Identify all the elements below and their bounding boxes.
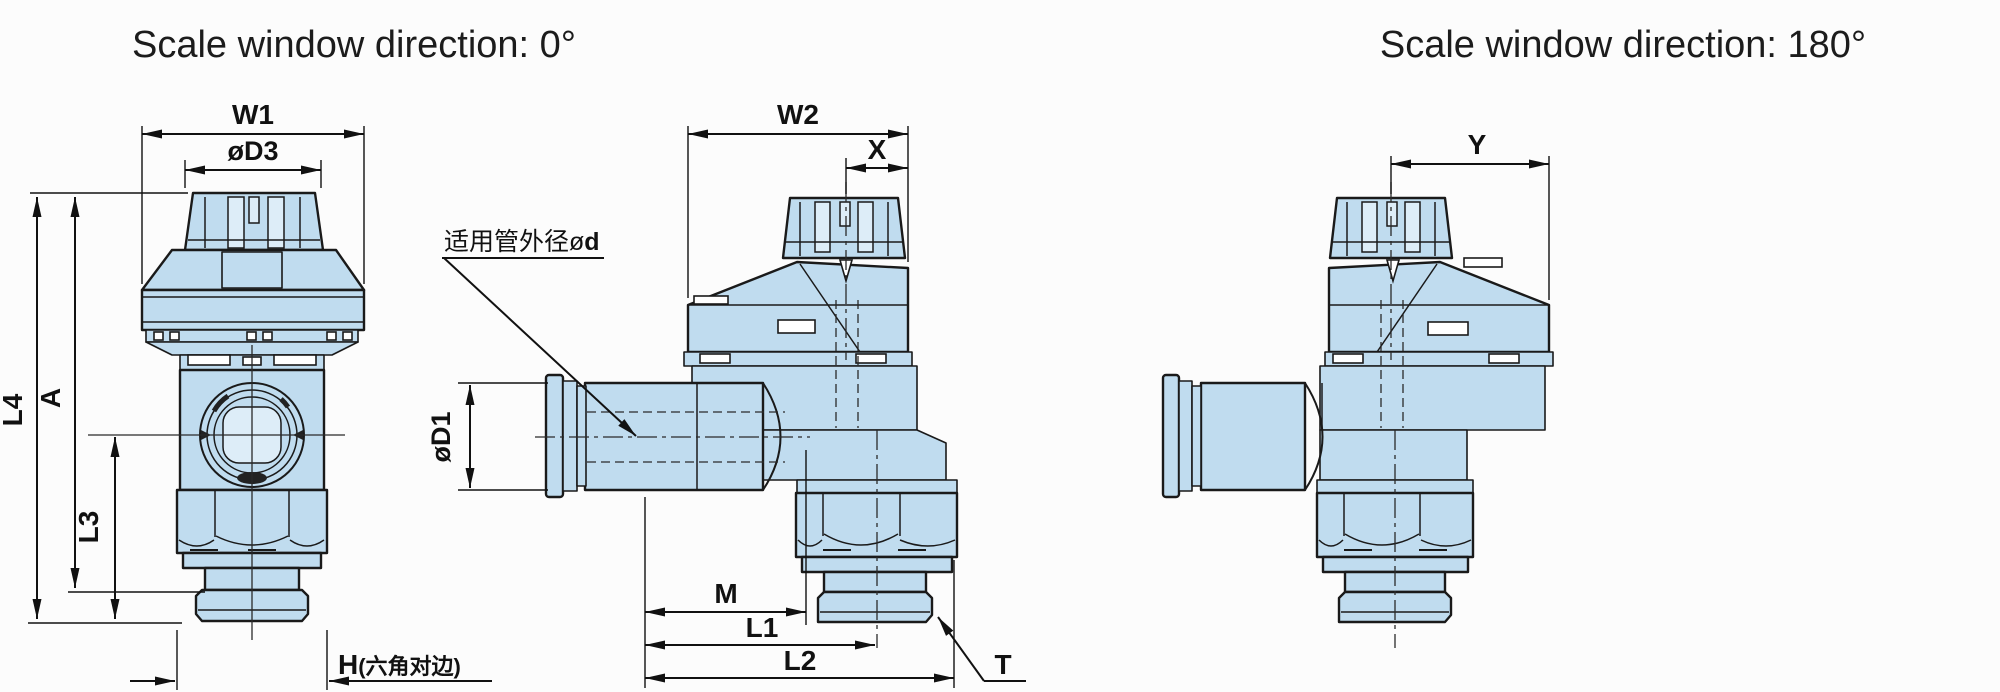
dim-d3: øD3 xyxy=(184,136,322,188)
dim-label-w1: W1 xyxy=(232,99,274,130)
vent-row xyxy=(145,329,359,343)
dim-label-t: T xyxy=(994,649,1011,680)
knob-side0 xyxy=(781,196,907,284)
dim-x: X xyxy=(845,134,908,194)
dim-a: A xyxy=(35,197,205,593)
dim-l4: L4 xyxy=(0,192,188,624)
dim-l2: L2 xyxy=(645,560,955,688)
dim-label-d1: øD1 xyxy=(426,411,456,462)
title-0-deg: Scale window direction: 0° xyxy=(132,24,576,66)
side-view-180: Y xyxy=(1161,129,1554,648)
dim-label-a: A xyxy=(35,388,66,408)
title-180-deg: Scale window direction: 180° xyxy=(1380,24,1866,66)
dim-d1: øD1 xyxy=(426,382,548,491)
dim-label-h: H(六角对边) xyxy=(338,649,461,680)
dim-l1: L1 xyxy=(645,612,875,650)
side-view-0: W2 X 适用管外径ød øD1 M L1 xyxy=(426,99,1026,688)
dim-w1: W1 xyxy=(141,99,365,284)
push-in-fitting-side0 xyxy=(535,373,810,499)
tube-od-label: 适用管外径ød xyxy=(444,228,600,256)
dim-l3: L3 xyxy=(73,437,120,619)
dim-w2: W2 xyxy=(687,99,909,298)
cap-shoulder xyxy=(140,248,366,292)
adjustment-cap xyxy=(183,191,325,252)
dim-y: Y xyxy=(1390,129,1550,300)
dim-h: H(六角对边) xyxy=(130,630,492,690)
dim-label-l4: L4 xyxy=(0,393,28,426)
dim-label-x: X xyxy=(868,134,887,165)
dim-label-y: Y xyxy=(1468,129,1487,160)
dim-label-l2: L2 xyxy=(784,645,817,676)
body-side180 xyxy=(1316,257,1554,494)
dim-label-d3: øD3 xyxy=(227,136,278,166)
port-stub-side0 xyxy=(822,570,928,594)
push-in-fitting-side180 xyxy=(1161,373,1324,499)
front-view: W1 øD3 L4 A L3 H(六角对边) xyxy=(0,99,492,690)
dim-label-l1: L1 xyxy=(746,612,779,643)
dim-m: M xyxy=(644,450,807,688)
indicator-pointer-side180 xyxy=(1385,259,1401,284)
tube-od-annotation: 适用管外径ød xyxy=(442,228,637,437)
body-band xyxy=(140,288,366,332)
dim-label-l3: L3 xyxy=(73,511,104,544)
dim-label-m: M xyxy=(714,578,737,609)
thread-port-side0 xyxy=(816,590,934,624)
dim-t: T xyxy=(937,616,1026,682)
dim-label-w2: W2 xyxy=(777,99,819,130)
